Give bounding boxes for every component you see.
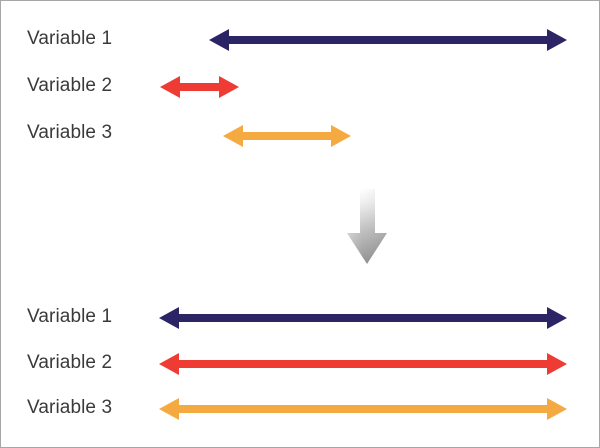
top-row-1-double-arrow-navy (209, 29, 567, 51)
top-row-3-label: Variable 3 (27, 122, 113, 143)
transition-down-arrow-icon (347, 189, 387, 264)
bottom-row-3-label: Variable 3 (27, 397, 113, 418)
top-row-3-double-arrow-orange (223, 125, 351, 147)
bottom-row-3-double-arrow-orange (159, 398, 567, 420)
bottom-row-2-label: Variable 2 (27, 352, 113, 373)
bottom-row-1-label: Variable 1 (27, 306, 113, 327)
top-row-1-label: Variable 1 (27, 28, 113, 49)
top-row-2-label: Variable 2 (27, 75, 113, 96)
bottom-row-1-double-arrow-navy (159, 307, 567, 329)
bottom-row-2-double-arrow-red (159, 353, 567, 375)
top-row-2-double-arrow-red (160, 76, 239, 98)
